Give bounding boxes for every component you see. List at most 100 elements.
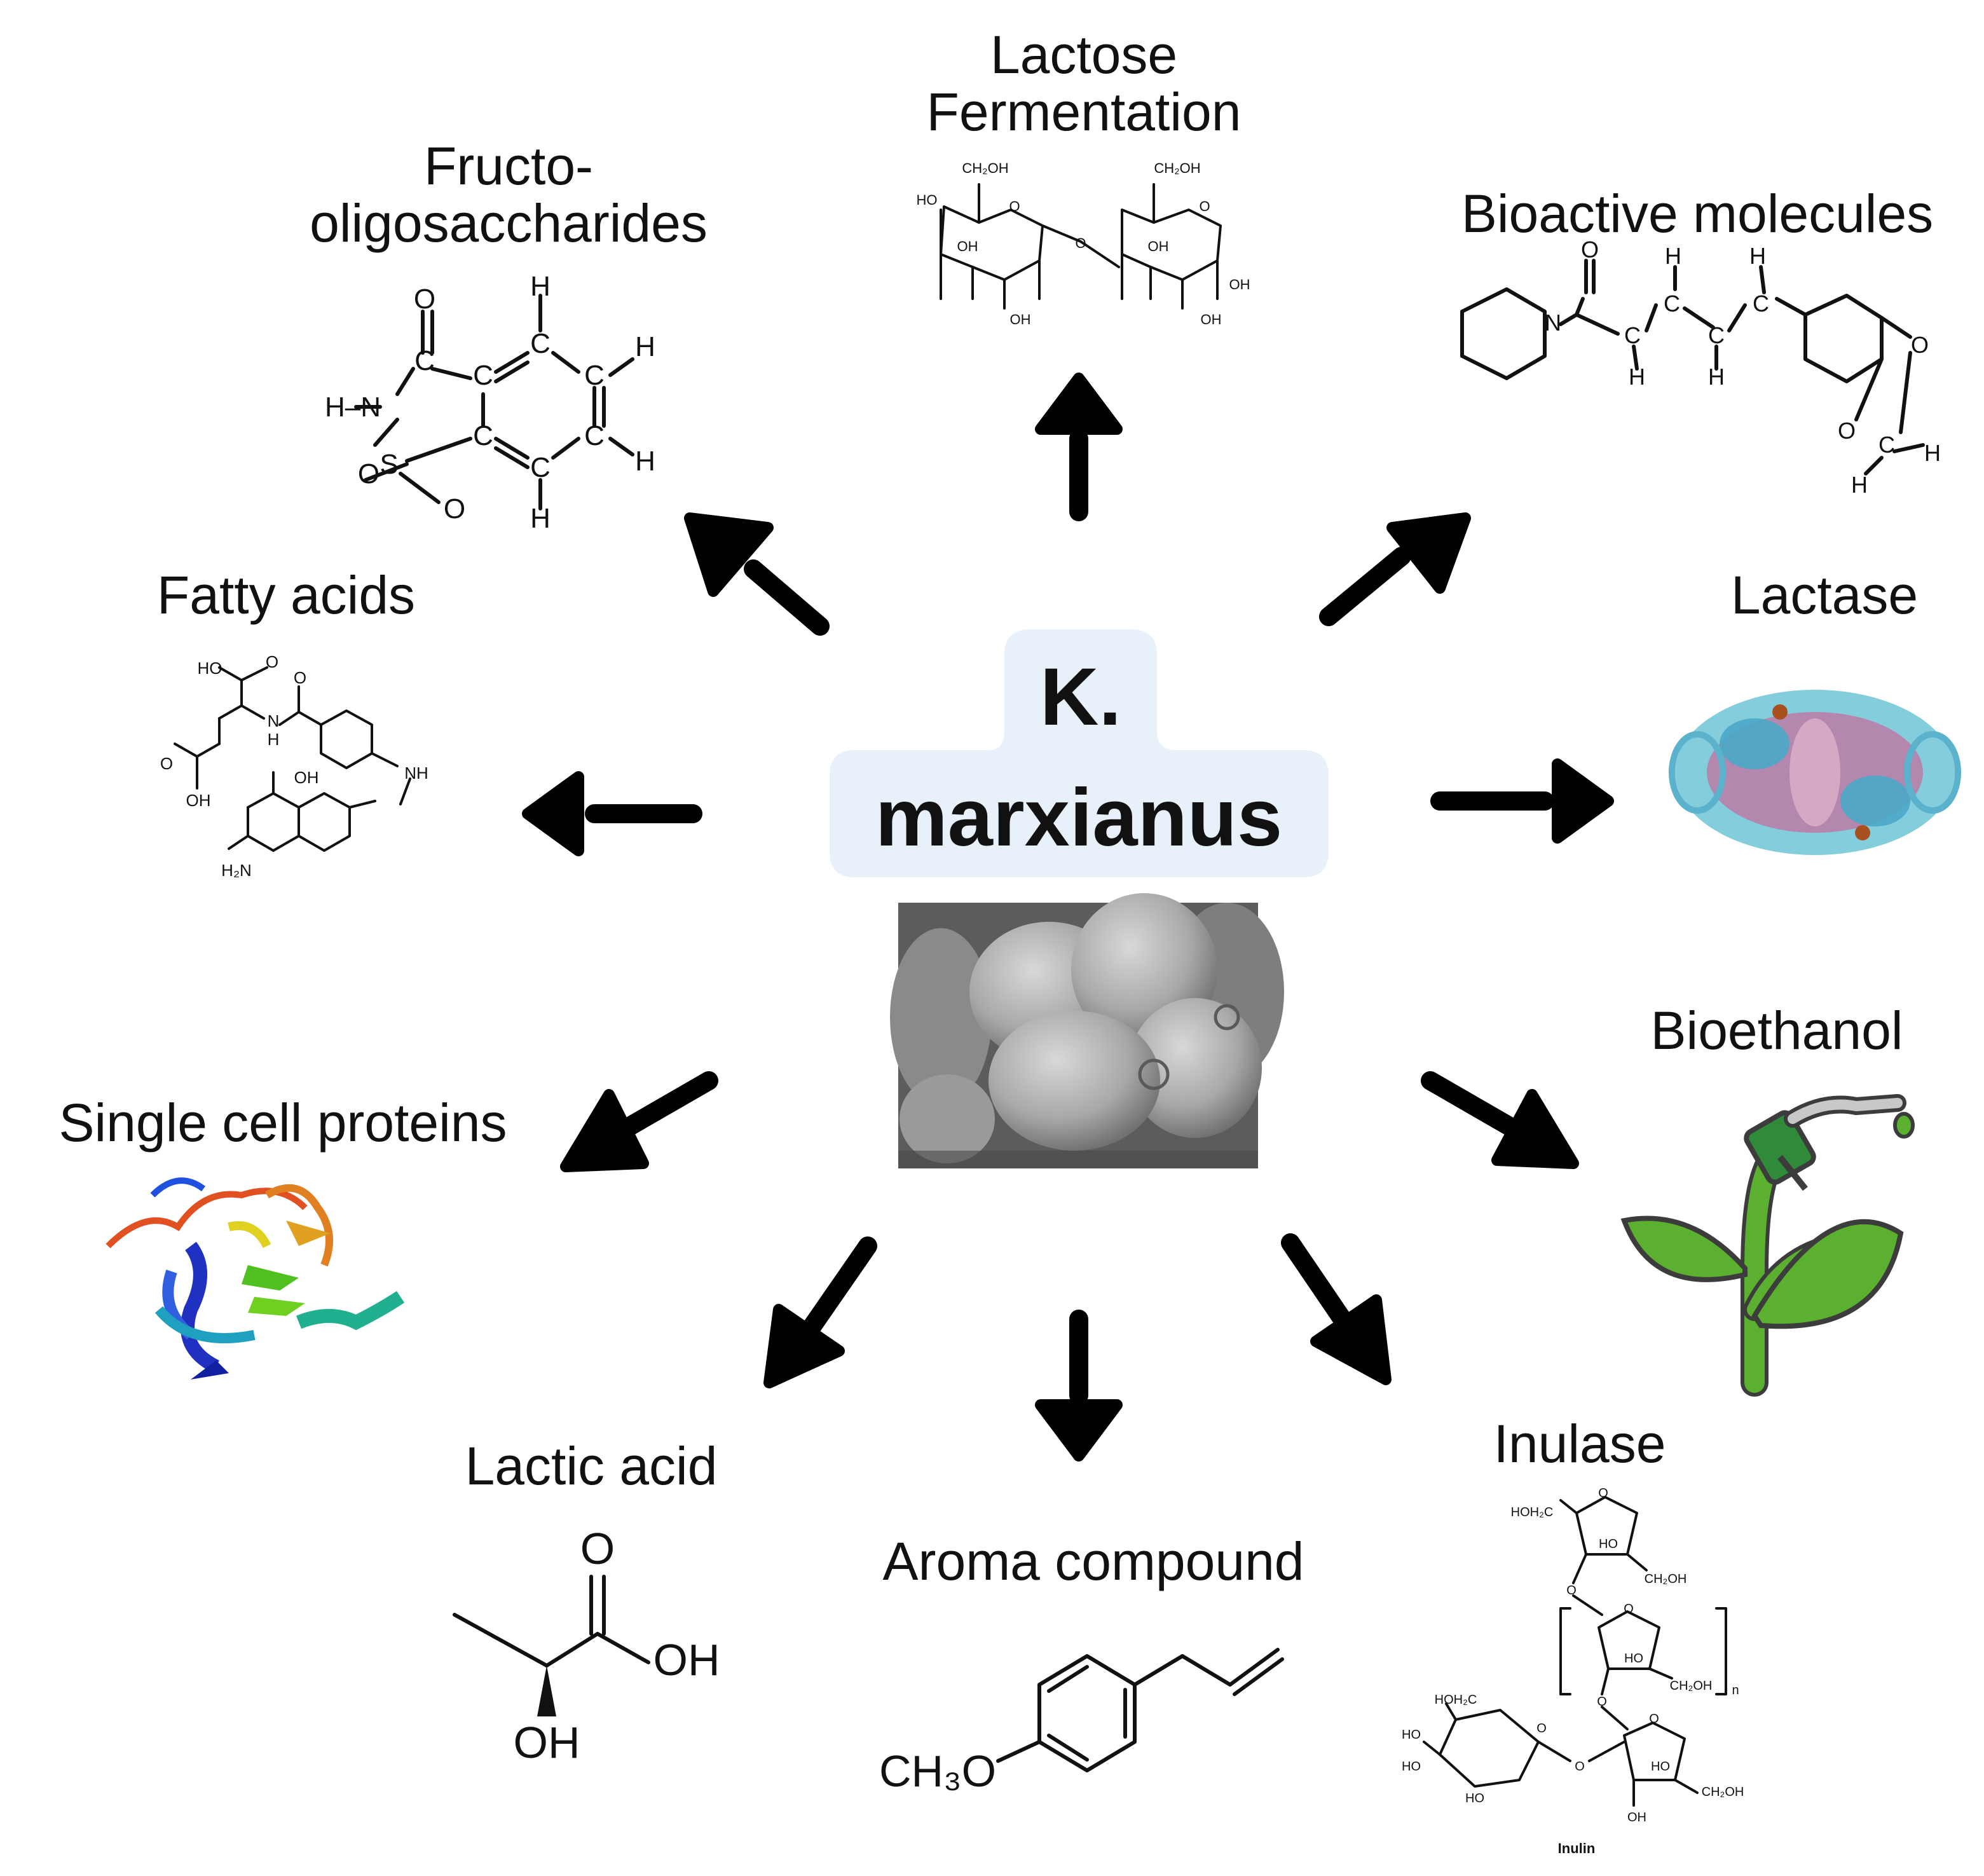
bioactive-c2: C (1664, 291, 1680, 317)
inulin-ho-glc2: HO (1402, 1760, 1421, 1774)
arrow-up-right (1319, 512, 1471, 626)
bioactive-h3: H (1708, 364, 1725, 390)
bioactive-h1: H (1629, 364, 1645, 390)
saccharin-structure: O C H–N C C H C H C H C H C S O O (325, 271, 655, 534)
lactose-o-link: O (1075, 235, 1086, 251)
arrow-up (1035, 373, 1123, 521)
inulin-o-link2: O (1597, 1695, 1607, 1709)
bioactive-n: N (1545, 310, 1561, 336)
inulin-ch2oh-mid: CH₂OH (1670, 1679, 1713, 1693)
inulin-oh-bottom: OH (1627, 1811, 1646, 1825)
lactase-label: Lactase (1731, 565, 1918, 625)
lactic-acid-label: Lactic acid (465, 1436, 718, 1496)
bioactive-label: Bioactive molecules (1461, 184, 1933, 243)
bioactive-h5: H (1924, 440, 1941, 466)
fatty-ho: HO (198, 659, 222, 678)
bioactive-h2: H (1665, 243, 1681, 269)
fatty-h: H (268, 730, 280, 749)
fructo-oligosaccharides: Fructo- oligosaccharides O (310, 136, 708, 534)
lactose-oh-d: OH (1229, 277, 1250, 292)
lactic-oh-right: OH (653, 1635, 720, 1685)
piperine-structure: N O C H C H C H C H O O C H H (1460, 236, 1941, 498)
lactose-oh-b: OH (1010, 312, 1031, 327)
inulin-o-link3: O (1575, 1760, 1585, 1774)
lactose-fermentation: Lactose Fermentation CH₂OH CH₂OH HO O O … (917, 25, 1250, 327)
fos-s: S (380, 449, 398, 480)
bioactive-o-r1: O (1911, 332, 1929, 358)
lactose-oh-e: OH (1201, 312, 1222, 327)
bioactive-c-methylene: C (1878, 432, 1895, 458)
inulin-n: n (1732, 1683, 1739, 1697)
inulin-o-link1: O (1566, 1584, 1577, 1598)
bioactive-h4: H (1749, 243, 1766, 269)
fos-o-top: O (414, 284, 435, 315)
lactase-protein-structure-icon (1669, 690, 1961, 855)
fatty-o2: O (294, 668, 306, 687)
bioactive-c4: C (1753, 291, 1769, 317)
fatty-o3: O (160, 754, 173, 773)
bioactive-molecules: Bioactive molecules N O C H (1460, 184, 1941, 498)
bioactive-o-r2: O (1838, 418, 1856, 444)
lactic-oh-bottom: OH (514, 1718, 580, 1767)
lactose-ch2oh-b: CH₂OH (1154, 160, 1200, 176)
lactose-ch2oh-a: CH₂OH (962, 160, 1008, 176)
inulin-o-bottom: O (1649, 1712, 1659, 1726)
fos-h-r2: H (635, 446, 655, 477)
center-label-line2: marxianus (875, 772, 1282, 863)
fos-label-line2: oligosaccharides (310, 193, 708, 253)
aroma-compound-label: Aroma compound (882, 1531, 1304, 1591)
aroma-compound: Aroma compound CH₃O (879, 1531, 1304, 1796)
fos-c-3: C (530, 328, 551, 359)
lactase: Lactase (1669, 565, 1961, 855)
fos-o-bottom: O (444, 493, 465, 524)
bioethanol-label: Bioethanol (1651, 1001, 1903, 1060)
fos-h-bottom: H (530, 503, 551, 534)
fatty-h2n: H₂N (221, 861, 252, 880)
lactose-label-line2: Fermentation (927, 82, 1242, 142)
fatty-oh: OH (186, 791, 211, 810)
lactose-o-ring-a: O (1009, 198, 1020, 214)
inulin-o-glc: O (1536, 1722, 1547, 1736)
lactose-structure: CH₂OH CH₂OH HO O O O OH OH OH OH OH (917, 160, 1250, 327)
fatty-o1: O (266, 652, 278, 671)
fos-o-left: O (358, 458, 380, 490)
fatty-acids: Fatty acids HO (157, 565, 428, 880)
fos-h-r1: H (635, 331, 655, 362)
bioethanol: Bioethanol (1620, 1001, 1915, 1397)
fos-c-5: C (584, 420, 605, 451)
aroma-ch3o: CH₃O (879, 1746, 996, 1796)
yeast-micrograph (890, 893, 1284, 1168)
inulin-ho-mid: HO (1624, 1652, 1643, 1666)
lactose-o-ring-b: O (1199, 198, 1210, 214)
fos-c-6: C (530, 452, 551, 483)
fos-label-line1: Fructo- (424, 136, 593, 196)
lactose-oh-c: OH (1148, 238, 1169, 254)
arrow-right (1430, 758, 1614, 844)
inulin-o-top: O (1598, 1486, 1608, 1500)
inulin-ch2oh-top: CH₂OH (1645, 1572, 1687, 1586)
estragole-structure: CH₃O (879, 1648, 1284, 1796)
inulin-name: Inulin (1558, 1840, 1596, 1856)
bioactive-o-top: O (1581, 236, 1599, 263)
fos-c-4: C (584, 360, 605, 391)
arrow-down-right-upper (1421, 1071, 1579, 1169)
inulin-ho-bottom: HO (1651, 1760, 1670, 1774)
fos-c-2: C (473, 360, 493, 391)
inulin-structure: HOH₂C O HO CH₂OH O O HO CH₂OH n O HOH₂C … (1402, 1486, 1744, 1856)
center-label-box (830, 629, 1329, 877)
lactic-o: O (580, 1524, 615, 1573)
inulin-hoh2c-glc: HOH₂C (1435, 1693, 1477, 1707)
fos-c-7: C (473, 420, 493, 451)
inulin-hoh2c-top: HOH₂C (1511, 1505, 1554, 1519)
center-organism: K. marxianus (830, 629, 1329, 1168)
fos-hn: H–N (325, 392, 381, 423)
arrow-up-left (684, 512, 830, 636)
arrow-down-right-lower (1281, 1233, 1392, 1385)
bioactive-c1: C (1624, 322, 1641, 348)
center-label-line1: K. (1040, 652, 1121, 743)
lactic-acid-structure: O OH OH (453, 1524, 720, 1767)
inulin-ho-top: HO (1599, 1537, 1618, 1551)
fatty-nh: NH (404, 763, 428, 783)
lactose-oh-a: OH (957, 238, 978, 254)
